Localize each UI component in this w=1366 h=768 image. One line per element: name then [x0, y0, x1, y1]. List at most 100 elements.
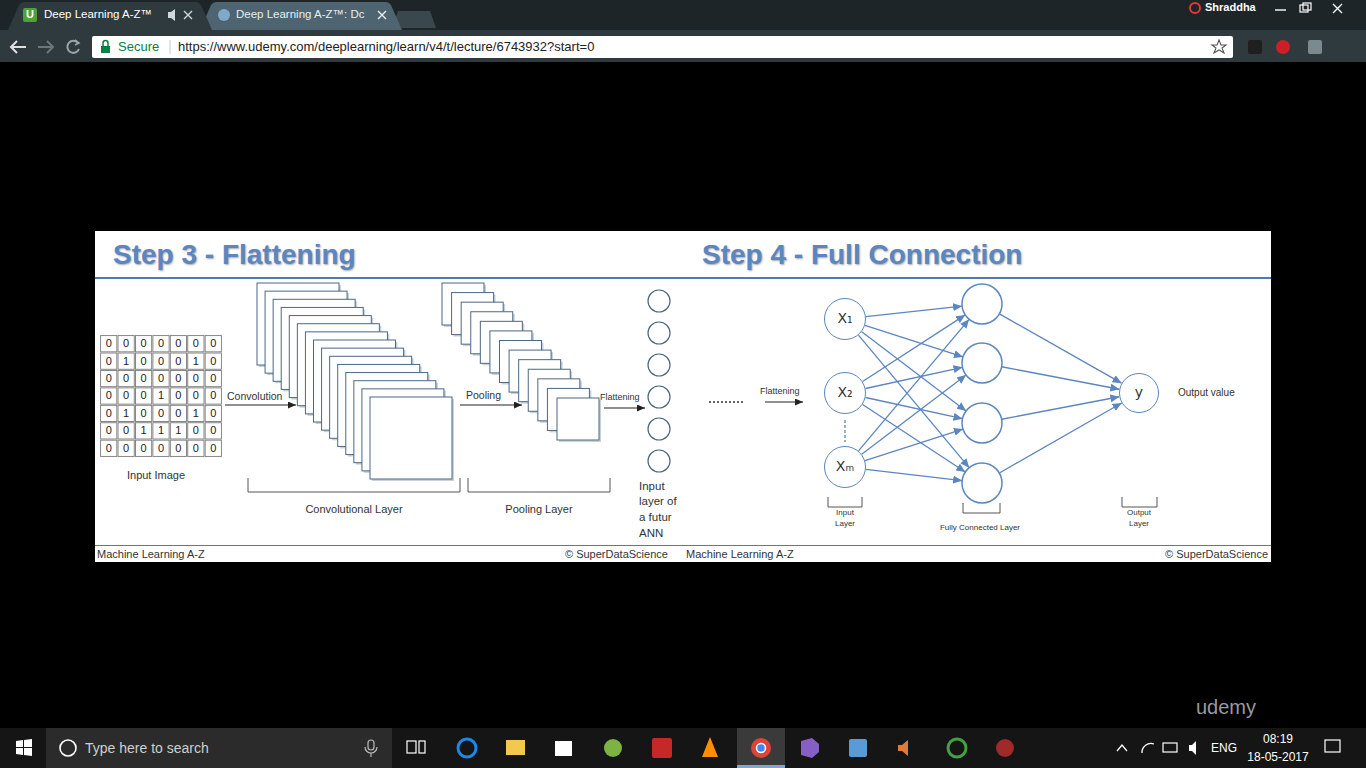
matrix-cell-box [205, 370, 221, 386]
restore-icon [1300, 5, 1308, 12]
matrix-value: 0 [175, 442, 181, 455]
matrix-value: 0 [123, 372, 129, 385]
matrix-cell-box [170, 440, 186, 456]
step-arrow [225, 404, 296, 405]
matrix-value: 0 [123, 389, 129, 402]
windows-logo [16, 739, 32, 756]
watermark: udemy [1196, 695, 1256, 719]
matrix-cell-box [188, 423, 204, 439]
matrix-cell-box [135, 353, 151, 369]
layer-label: Output Layer [1122, 508, 1156, 530]
matrix-cell-box [118, 440, 134, 456]
tab-title: Deep Learning A-Z™ [44, 8, 152, 22]
matrix-cell-box [188, 405, 204, 421]
browser-tab [8, 2, 212, 30]
output-neuron: y [1119, 373, 1159, 413]
matrix-value: 0 [210, 407, 216, 420]
matrix-cell-box [118, 388, 134, 404]
weight-line [862, 375, 966, 454]
matrix-value: 0 [193, 372, 199, 385]
ellipsis-dot [725, 401, 727, 403]
part-label: Input Image [127, 469, 185, 482]
ellipsis-dot [717, 401, 719, 403]
neuron-label: y [1135, 385, 1143, 400]
layer-label: Fully Connected Layer [940, 523, 1020, 533]
matrix-cell-box [101, 405, 117, 421]
hidden-neuron [962, 343, 1002, 383]
weight-line [866, 306, 962, 317]
url-text: https://www.udemy.com/deeplearning/learn… [178, 39, 594, 55]
matrix-cell-box [170, 336, 186, 352]
matrix-cell-box [153, 440, 169, 456]
matrix-cell-box [170, 405, 186, 421]
mic-icon [365, 747, 377, 757]
matrix-cell-box [170, 388, 186, 404]
android-icon [604, 739, 622, 757]
battery-icon [1163, 743, 1177, 752]
clock-date: 18-05-2017 [1247, 750, 1308, 764]
matrix-value: 0 [193, 442, 199, 455]
favicon [218, 9, 230, 21]
layer-bracket [1122, 497, 1157, 507]
tab-close [184, 11, 192, 19]
layer-bracket [963, 503, 1000, 513]
matrix-cell-box [118, 353, 134, 369]
layer-bracket [828, 497, 862, 507]
app-icon [849, 739, 867, 757]
matrix-value: 0 [175, 372, 181, 385]
matrix-value: 0 [106, 424, 112, 437]
matrix-cell-box [205, 388, 221, 404]
flattened-neuron [648, 450, 670, 472]
weight-line [1002, 367, 1120, 389]
matrix-value: 0 [175, 337, 181, 350]
matrix-cell-box [170, 370, 186, 386]
explorer-icon [506, 740, 525, 755]
matrix-value: 0 [106, 355, 112, 368]
matrix-value: 0 [193, 389, 199, 402]
mic-icon [368, 740, 374, 750]
pooled-map [557, 398, 599, 440]
tab-close [378, 11, 386, 19]
minimize-icon [1275, 9, 1286, 10]
matrix-cell-box [153, 388, 169, 404]
matrix-value: 0 [210, 355, 216, 368]
weight-line [999, 403, 1121, 473]
browser-tab [200, 2, 402, 30]
matrix-value: 0 [193, 424, 199, 437]
ellipsis-dot [733, 401, 735, 403]
footer-rule [95, 545, 1271, 546]
matrix-value: 0 [141, 355, 147, 368]
step-arrow [604, 407, 645, 408]
matrix-cell-box [205, 336, 221, 352]
search-icon [60, 740, 76, 756]
matrix-value: 0 [158, 355, 164, 368]
matrix-value: 0 [175, 389, 181, 402]
visual-studio-icon [801, 738, 819, 758]
matrix-value: 1 [158, 424, 164, 437]
matrix-value: 0 [210, 337, 216, 350]
matrix-value: 1 [123, 407, 129, 420]
operation-label: Flattening [600, 392, 640, 403]
matrix-value: 0 [175, 407, 181, 420]
audio-icon [168, 9, 175, 21]
flattened-neuron [648, 322, 670, 344]
step-arrow [765, 401, 803, 402]
matrix-cell-box [135, 405, 151, 421]
matrix-cell-box [205, 440, 221, 456]
matrix-cell-box [101, 440, 117, 456]
toolbar [0, 30, 1366, 62]
chrome-icon [757, 744, 766, 753]
matrix-cell-box [135, 423, 151, 439]
ellipsis-dot [729, 401, 731, 403]
matrix-value: 1 [193, 355, 199, 368]
footer-text: Machine Learning A-Z [97, 548, 205, 561]
operation-label: Pooling [466, 389, 501, 402]
matrix-value: 0 [210, 372, 216, 385]
matrix-cell-box [101, 353, 117, 369]
part-label: Input layer of a futur ANN [639, 479, 685, 541]
matrix-cell-box [135, 388, 151, 404]
weight-line [863, 315, 966, 382]
extension-icon [1248, 40, 1262, 54]
matrix-cell-box [170, 423, 186, 439]
clock-time: 08:19 [1263, 732, 1293, 746]
